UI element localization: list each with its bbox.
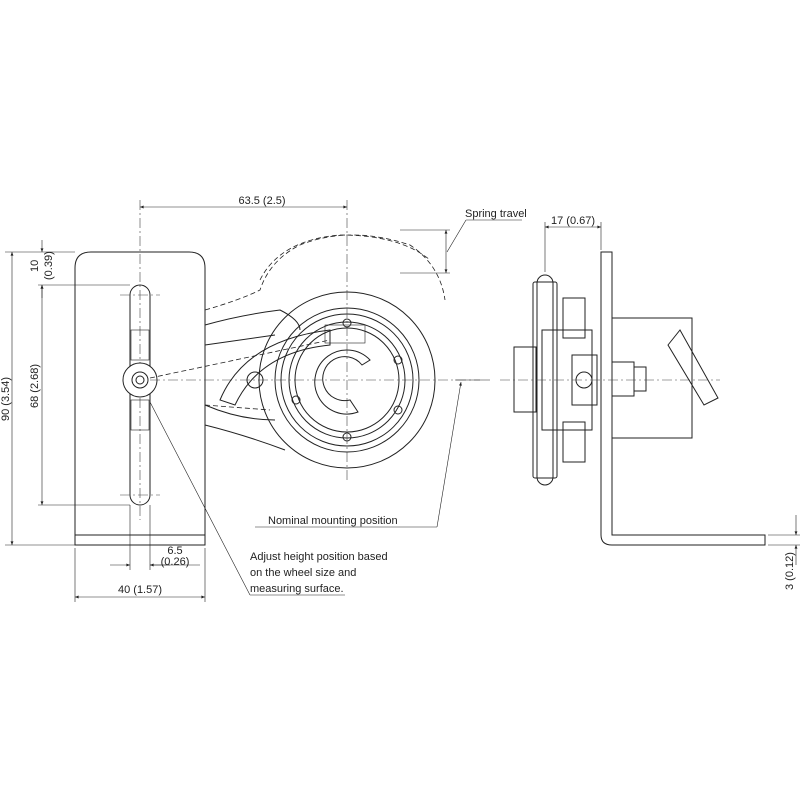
annotation-adjust-height: Adjust height position based on the whee… xyxy=(149,401,388,596)
label-nominal-mounting: Nominal mounting position xyxy=(268,515,398,527)
dim-label-wheel-offset: 63.5 (2.5) xyxy=(238,195,285,207)
dim-label-bracket-width: 40 (1.57) xyxy=(118,584,162,596)
dim-slot-length: 68 (2.68) xyxy=(29,284,130,506)
side-view xyxy=(500,251,766,546)
dim-label-slot-width: 6.5 xyxy=(167,545,182,557)
label-spring-travel: Spring travel xyxy=(465,208,527,220)
label-adjust-line3: measuring surface. xyxy=(250,583,344,595)
annotation-spring-travel: Spring travel xyxy=(400,208,527,274)
dim-bracket-width: 40 (1.57) xyxy=(74,548,206,602)
dim-wheel-offset: 63.5 (2.5) xyxy=(140,195,348,209)
label-adjust-line1: Adjust height position based xyxy=(250,551,388,563)
dim-top-offset: 10 (0.39) xyxy=(29,240,130,298)
front-bracket-plate xyxy=(74,200,206,546)
measuring-wheel-front xyxy=(258,200,436,480)
dim-total-height: 90 (3.54) xyxy=(0,251,75,546)
label-adjust-line2: on the wheel size and xyxy=(250,567,356,579)
dim-label-slot-width-inch: (0.26) xyxy=(161,556,190,568)
dim-label-total-height: 90 (3.54) xyxy=(0,377,12,421)
dim-thickness: looking 3 (0.12) xyxy=(768,515,800,590)
dim-label-top-offset: 10 xyxy=(29,260,41,272)
dim-label-side-depth: 17 (0.67) xyxy=(551,215,595,227)
dim-side-depth: 17 (0.67) xyxy=(544,215,602,272)
spring-arm xyxy=(149,234,480,451)
annotation-nominal-mounting: Nominal mounting position xyxy=(255,379,490,528)
dim-slot-width: 6.5 (0.26) xyxy=(110,505,200,570)
dim-label-slot-length: 68 (2.68) xyxy=(29,364,41,408)
dim-label-thickness: 3 (0.12) xyxy=(784,552,796,590)
dim-label-top-offset-inch: (0.39) xyxy=(43,251,55,280)
